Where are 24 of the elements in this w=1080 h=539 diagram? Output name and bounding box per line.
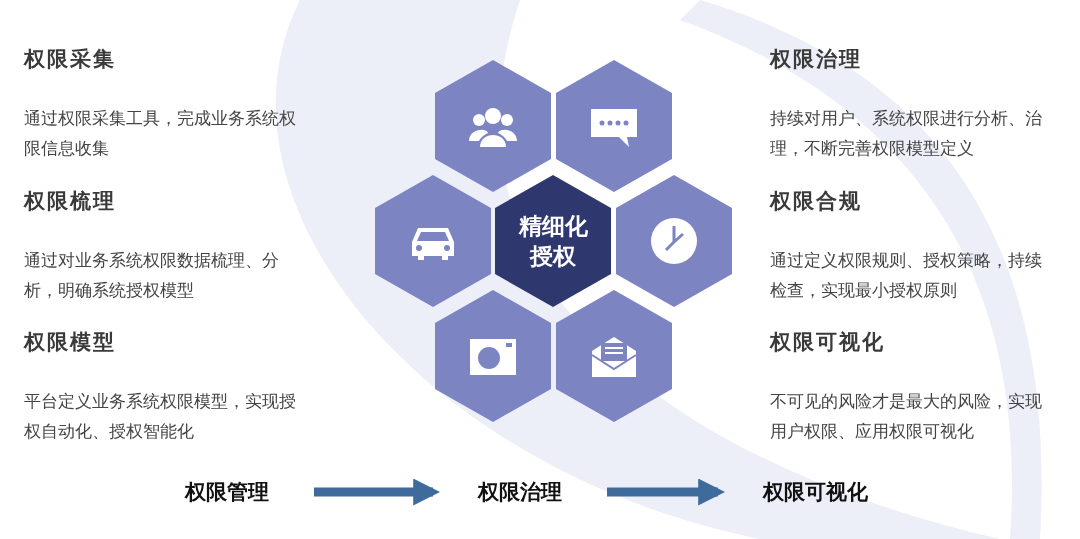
section-heading: 权限合规: [770, 188, 862, 215]
description-text: 平台定义业务系统权限模型，实现授权自动化、授权智能化: [24, 390, 297, 443]
arrow: [314, 478, 441, 506]
hexagon-tile: [435, 290, 551, 422]
section-heading: 权限梳理: [24, 188, 116, 215]
hexagon-tile: [556, 290, 672, 422]
section-heading: 权限治理: [770, 46, 862, 73]
flow-step-label: 权限管理: [185, 478, 269, 506]
section-heading: 权限可视化: [770, 329, 885, 356]
hexagon-tile: [616, 175, 732, 307]
section-heading: 权限模型: [24, 329, 116, 356]
description-text: 通过对业务系统权限数据梳理、分析，明确系统授权模型: [24, 249, 280, 302]
flow-step-label: 权限治理: [478, 478, 562, 506]
flow-step-label: 权限可视化: [763, 478, 868, 506]
section-heading: 权限采集: [24, 46, 116, 73]
hexagon-tile: [375, 175, 491, 307]
hexagon-tile: 精细化授权: [495, 175, 611, 307]
description-text: 持续对用户、系统权限进行分析、治理，不断完善权限模型定义: [770, 107, 1043, 160]
hexagon-tile: [556, 60, 672, 192]
description-text: 通过定义权限规则、授权策略，持续检查，实现最小授权原则: [770, 249, 1043, 302]
description-text: 不可见的风险才是最大的风险，实现用户权限、应用权限可视化: [770, 390, 1043, 443]
hexagon-tile: [435, 60, 551, 192]
arrow: [607, 478, 726, 506]
description-text: 通过权限采集工具，完成业务系统权限信息收集: [24, 107, 297, 160]
